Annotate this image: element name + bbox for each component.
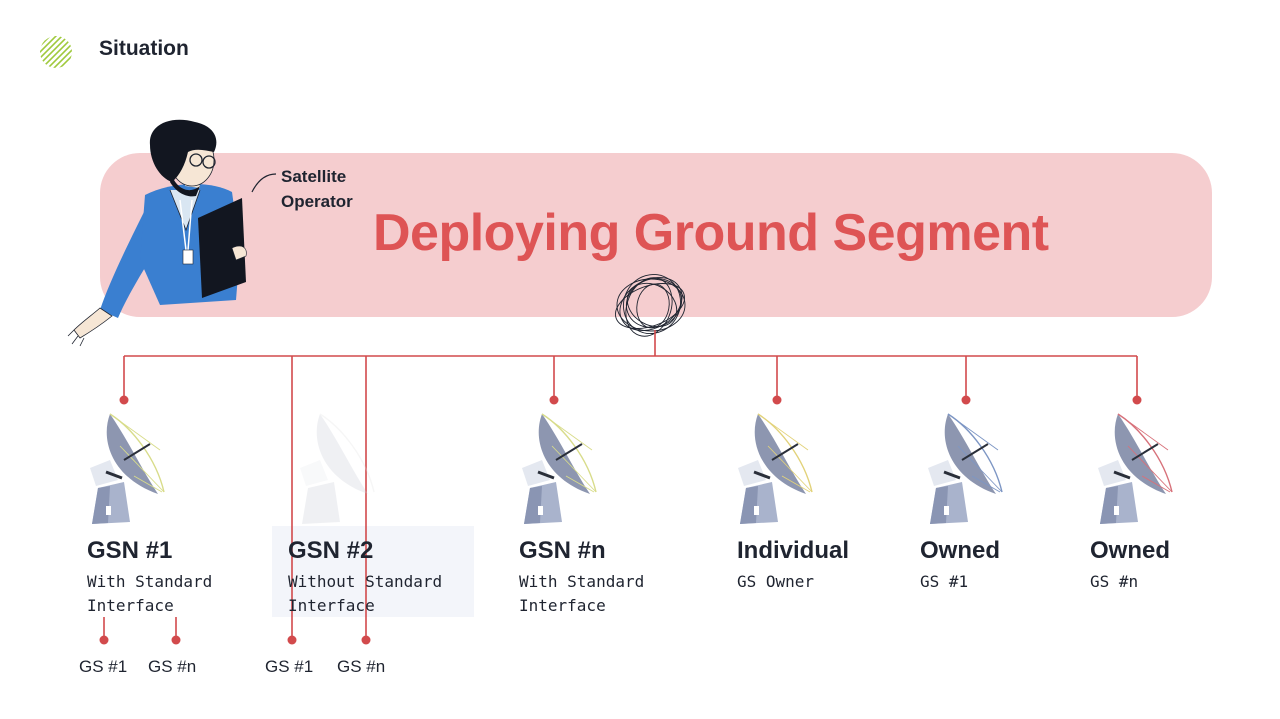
node-gsn-n: GSN #n With Standard Interface — [519, 537, 644, 618]
node-subtitle: GS Owner — [737, 572, 815, 591]
satellite-dish-icon — [90, 413, 165, 524]
node-subtitle: With Standard — [87, 572, 213, 591]
node-subtitle: With Standard — [519, 572, 645, 591]
banner-title: Deploying Ground Segment — [373, 204, 1049, 262]
node-owned-1: Owned GS #1 — [920, 537, 1000, 594]
node-subtitle: Interface — [288, 596, 375, 615]
operator-label: Satellite Operator — [281, 167, 353, 211]
sub-station-label: GS #1 — [79, 657, 128, 676]
tangle-knot — [615, 274, 686, 337]
banner — [100, 153, 1212, 317]
node-subtitle: Interface — [87, 596, 174, 615]
node-title: GSN #n — [519, 537, 606, 564]
satellite-dish-icon — [738, 413, 813, 524]
sub-station-label: GS #n — [337, 657, 386, 676]
satellite-dish-icon — [928, 413, 1003, 524]
satellite-dish-icon — [522, 413, 597, 524]
node-title: Individual — [737, 537, 850, 564]
sub-station-label: GS #1 — [265, 657, 314, 676]
striped-globe-logo-icon — [40, 36, 72, 68]
node-individual: Individual GS Owner — [737, 537, 849, 594]
satellite-operator-illustration — [67, 119, 277, 347]
node-subtitle: Without Standard — [288, 572, 443, 591]
node-title: GSN #2 — [288, 537, 374, 564]
node-title: Owned — [1090, 537, 1171, 564]
node-subtitle: GS #n — [1090, 572, 1139, 591]
satellite-dish-icon — [1098, 413, 1173, 524]
node-subtitle: GS #1 — [920, 572, 969, 591]
gsn2-highlight — [272, 526, 474, 617]
node-owned-n: Owned GS #n — [1090, 537, 1170, 594]
node-title: GSN #1 — [87, 537, 173, 564]
sub-station-label: GS #n — [148, 657, 197, 676]
page-title: Situation — [99, 37, 189, 60]
node-gsn-1: GSN #1 With Standard Interface — [87, 537, 212, 618]
node-subtitle: Interface — [519, 596, 606, 615]
node-gsn-2: GSN #2 Without Standard Interface — [288, 537, 442, 618]
node-title: Owned — [920, 537, 1001, 564]
satellite-dish-faded-icon — [300, 413, 375, 524]
